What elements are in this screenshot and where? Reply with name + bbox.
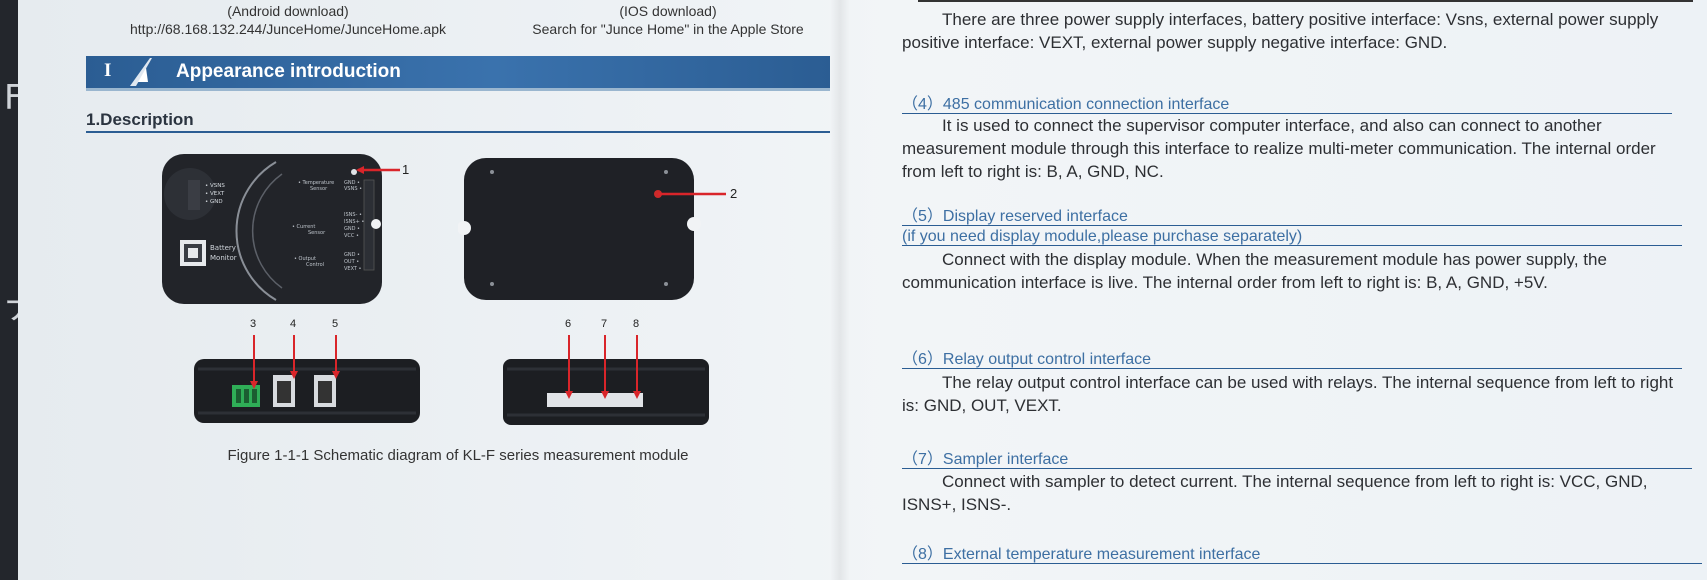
heading-sampler-interface: （7）Sampler interface bbox=[902, 451, 1069, 468]
top-rule bbox=[918, 0, 1693, 2]
section-triangle-icon bbox=[130, 58, 152, 86]
brand-line-1: Battery bbox=[210, 244, 236, 252]
heading-display-interface: （5）Display reserved interface bbox=[902, 208, 1128, 225]
output-pin-vext: VEXT • bbox=[344, 266, 362, 272]
heading-485-interface: （4）485 communication connection interfac… bbox=[902, 96, 1230, 113]
current-pin-isns-minus: ISNS- • bbox=[344, 212, 362, 218]
temp-label-1: • Temperature bbox=[298, 180, 334, 186]
android-download-title: (Android download) bbox=[227, 3, 349, 19]
callout-8: 8 bbox=[633, 318, 639, 330]
front-label-vext: • VEXT bbox=[205, 191, 225, 197]
callout-5: 5 bbox=[332, 318, 338, 330]
callout-7: 7 bbox=[601, 318, 607, 330]
heading-underline bbox=[902, 245, 1682, 246]
section-display-body: Connect with the display module. When th… bbox=[902, 248, 1692, 294]
section-relay-text: The relay output control interface can b… bbox=[902, 373, 1674, 415]
heading-underline bbox=[902, 113, 1672, 114]
section-sampler-text: Connect with sampler to detect current. … bbox=[902, 472, 1648, 514]
temp-pin-gnd: GND • bbox=[344, 180, 360, 186]
device-front-view: • VSNS • VEXT • GND Battery Monitor • Te… bbox=[162, 154, 409, 304]
heading-temperature-interface: （8）External temperature measurement inte… bbox=[902, 546, 1261, 563]
android-download: (Android download) http://68.168.132.244… bbox=[88, 2, 488, 38]
section-sampler-body: Connect with sampler to detect current. … bbox=[902, 470, 1702, 516]
heading-relay-interface: （6）Relay output control interface bbox=[902, 351, 1152, 368]
callout-6: 6 bbox=[565, 318, 571, 330]
section-485-text: It is used to connect the supervisor com… bbox=[902, 116, 1656, 181]
heading-underline bbox=[902, 225, 1682, 226]
ios-download: (IOS download) Search for "Junce Home" i… bbox=[468, 2, 868, 38]
callout-2: 2 bbox=[730, 186, 737, 201]
ios-download-text: Search for "Junce Home" in the Apple Sto… bbox=[532, 21, 804, 37]
section-title-bar: I Appearance introduction bbox=[86, 56, 830, 88]
display-module-note: (if you need display module,please purch… bbox=[902, 228, 1303, 245]
section-display-text: Connect with the display module. When th… bbox=[902, 250, 1607, 292]
output-pin-gnd: GND • bbox=[344, 252, 360, 258]
front-label-vsns: • VSNS bbox=[205, 183, 225, 189]
current-pin-isns-plus: ISNS+ • bbox=[344, 219, 364, 225]
heading-underline bbox=[902, 563, 1702, 564]
current-label-1: • Current bbox=[292, 224, 315, 230]
description-underline bbox=[86, 131, 830, 133]
heading-underline bbox=[902, 468, 1692, 469]
front-label-gnd: • GND bbox=[205, 199, 223, 205]
current-label-2: Sensor bbox=[308, 230, 326, 236]
section-485-body: It is used to connect the supervisor com… bbox=[902, 114, 1692, 183]
output-pin-out: OUT • bbox=[344, 259, 359, 265]
section-relay-body: The relay output control interface can b… bbox=[902, 371, 1692, 417]
figure-caption: Figure 1-1-1 Schematic diagram of KL-F s… bbox=[227, 447, 689, 464]
callout-3: 3 bbox=[250, 318, 256, 330]
power-interfaces-text: There are three power supply interfaces,… bbox=[902, 8, 1692, 54]
temp-label-2: Sensor bbox=[310, 186, 328, 192]
section-number: I bbox=[104, 60, 112, 81]
ios-download-title: (IOS download) bbox=[619, 3, 717, 19]
brand-line-2: Monitor bbox=[210, 254, 237, 262]
current-pin-gnd: GND • bbox=[344, 226, 360, 232]
section-title: Appearance introduction bbox=[176, 61, 401, 82]
callout-1: 1 bbox=[402, 162, 409, 177]
device-back-view: 2 bbox=[458, 158, 737, 300]
device-side-view-left: 3 4 5 bbox=[194, 318, 420, 423]
temp-pin-vsns: VSNS • bbox=[344, 186, 362, 192]
current-pin-vcc: VCC • bbox=[344, 233, 359, 239]
description-heading: 1.Description bbox=[86, 110, 194, 129]
callout-4: 4 bbox=[290, 318, 296, 330]
output-label-2: Control bbox=[306, 262, 324, 268]
page-fold bbox=[830, 0, 850, 580]
manual-page-spread: (Android download) http://68.168.132.244… bbox=[18, 0, 1707, 580]
device-side-view-right: 6 7 8 bbox=[503, 318, 709, 425]
android-download-url: http://68.168.132.244/JunceHome/JunceHom… bbox=[130, 21, 446, 37]
output-label-1: • Output bbox=[294, 256, 316, 262]
heading-underline bbox=[902, 368, 1682, 369]
power-interfaces-body: There are three power supply interfaces,… bbox=[902, 10, 1659, 52]
